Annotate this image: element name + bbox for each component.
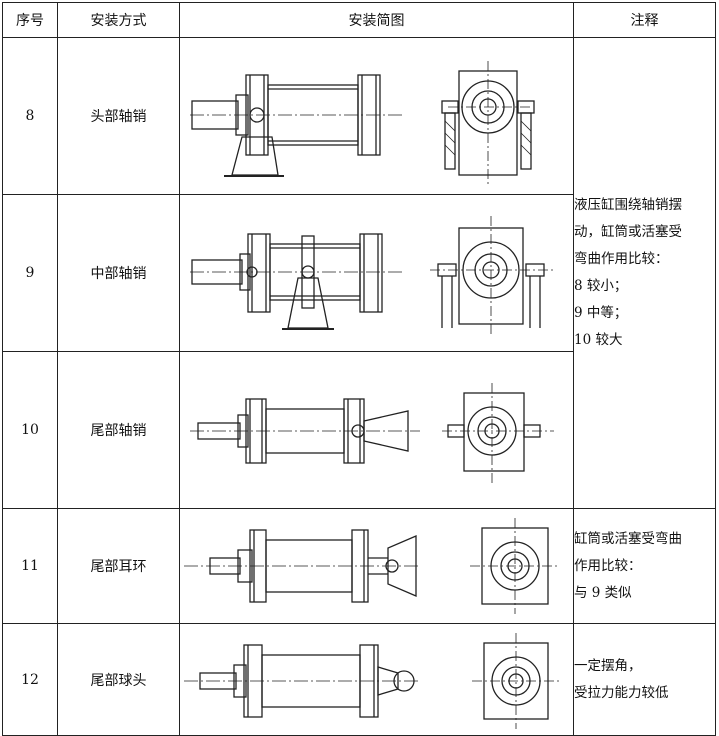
note-line: 9 中等； xyxy=(574,305,628,321)
header-no: 序号 xyxy=(2,2,58,38)
diagram-cell xyxy=(179,351,574,509)
mount-mode: 中部轴销 xyxy=(57,194,180,352)
note-line: 缸筒或活塞受弯曲 xyxy=(574,530,682,547)
diagram-cell xyxy=(179,37,574,195)
mount-mode: 尾部轴销 xyxy=(57,351,180,509)
table-row: 11 尾部耳环 xyxy=(2,508,716,624)
note-line: 液压缸围绕轴销摆 xyxy=(574,197,682,213)
note-line: 作用比较： xyxy=(574,557,642,574)
mount-mode: 尾部耳环 xyxy=(57,508,180,624)
header-row: 序号 安装方式 安装简图 注释 xyxy=(2,2,716,38)
note-line: 受拉力能力较低 xyxy=(574,684,669,701)
mount-mode: 尾部球头 xyxy=(57,623,180,736)
tail-ball-joint-diagram xyxy=(184,632,560,729)
note-row-12: 一定摆角， 受拉力能力较低 xyxy=(573,623,716,736)
header-mode: 安装方式 xyxy=(57,2,180,38)
tail-trunnion-diagram xyxy=(190,382,554,483)
header-diagram: 安装简图 xyxy=(179,2,574,38)
middle-trunnion-diagram xyxy=(190,215,554,336)
table-row: 8 头部轴销 xyxy=(2,37,716,509)
table-row: 9 中部轴销 xyxy=(2,194,716,352)
note-line: 与 9 类似 xyxy=(574,584,632,601)
row-number: 12 xyxy=(2,623,58,736)
head-trunnion-diagram xyxy=(190,60,535,184)
note-group: 液压缸围绕轴销摆 动，缸筒或活塞受 弯曲作用比较： 8 较小； 9 中等； 10… xyxy=(573,37,716,509)
row-number: 10 xyxy=(2,351,58,509)
mount-mode: 头部轴销 xyxy=(57,37,180,195)
note-line: 一定摆角， xyxy=(574,657,642,674)
note-line: 动，缸筒或活塞受 xyxy=(574,224,682,240)
note-line: 弯曲作用比较： xyxy=(574,251,669,267)
diagram-cell xyxy=(179,623,574,736)
diagram-cell xyxy=(179,508,574,624)
tail-clevis-diagram xyxy=(184,517,560,614)
row-number: 8 xyxy=(2,37,58,195)
row-number: 9 xyxy=(2,194,58,352)
table-row: 12 尾部球头 xyxy=(2,623,716,736)
note-line: 10 较大 xyxy=(574,332,623,348)
note-line: 8 较小； xyxy=(574,278,628,294)
note-row-11: 缸筒或活塞受弯曲 作用比较： 与 9 类似 xyxy=(573,508,716,624)
diagram-cell xyxy=(179,194,574,352)
table-row: 10 尾部轴销 xyxy=(2,351,716,509)
row-number: 11 xyxy=(2,508,58,624)
header-note: 注释 xyxy=(573,2,716,38)
